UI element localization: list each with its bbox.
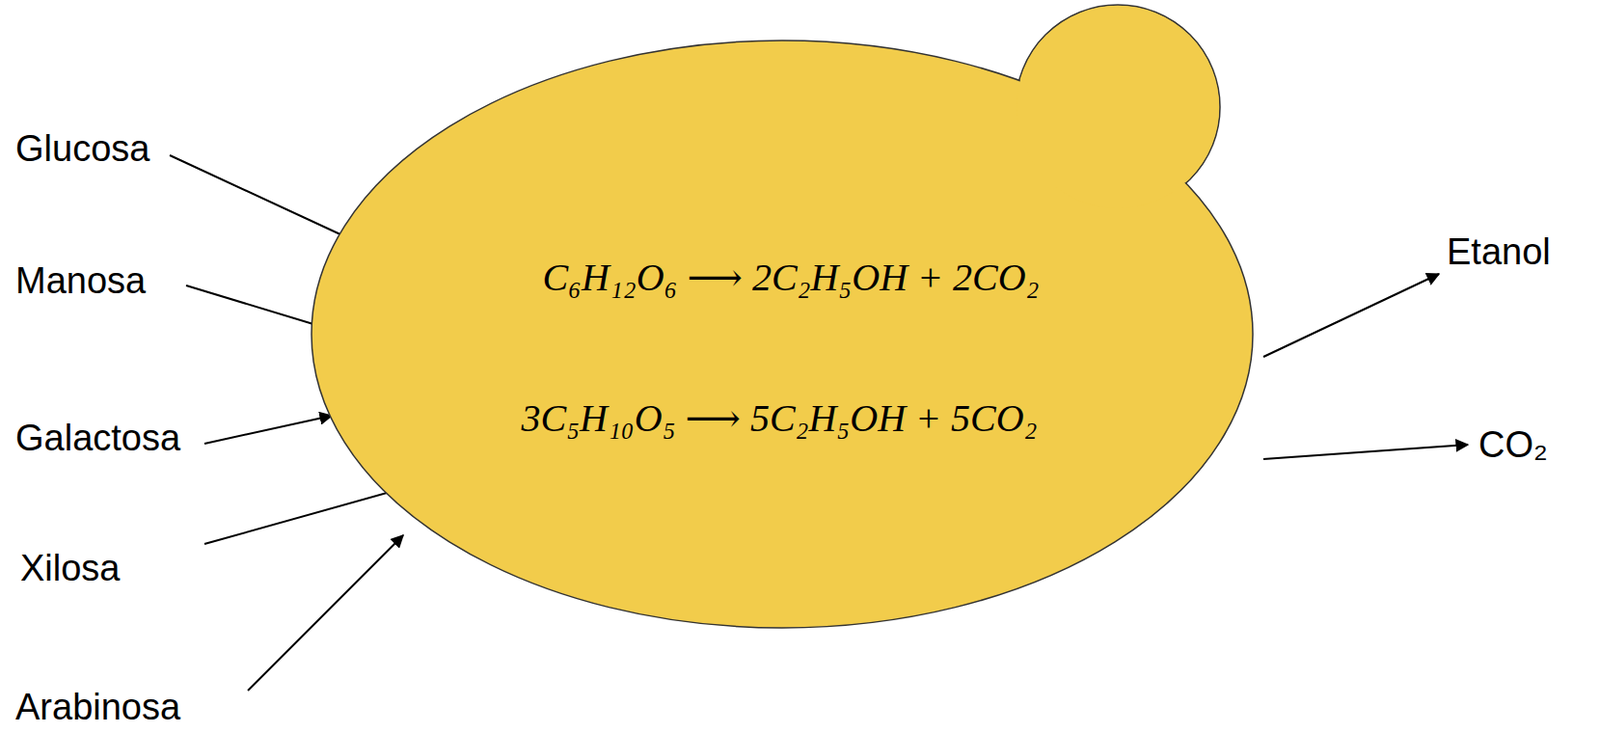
output-arrow bbox=[1263, 273, 1439, 357]
sugar-label: Arabinosa bbox=[15, 686, 181, 730]
reaction-equation: C₆H₁₂O₆ ⟶ 2C₂H₅OH + 2CO₂ bbox=[542, 256, 1039, 299]
cell-outline bbox=[311, 40, 1253, 628]
output-arrow bbox=[1263, 444, 1468, 460]
bud-fill bbox=[1016, 5, 1220, 209]
input-arrow bbox=[186, 285, 326, 328]
input-arrow bbox=[204, 488, 405, 544]
input-arrow bbox=[247, 535, 404, 691]
sugar-label: Xilosa bbox=[20, 547, 121, 591]
input-arrow bbox=[204, 415, 332, 444]
product-label: CO₂ bbox=[1478, 424, 1548, 467]
product-label: Etanol bbox=[1446, 231, 1551, 274]
sugar-label: Glucosa bbox=[15, 128, 150, 171]
input-arrow bbox=[169, 155, 355, 242]
bud bbox=[1015, 4, 1221, 210]
sugar-label: Manosa bbox=[15, 260, 146, 303]
reaction-equation: 3C₅H₁₀O₅ ⟶ 5C₂H₅OH + 5CO₂ bbox=[520, 397, 1037, 440]
sugar-label: Galactosa bbox=[15, 417, 181, 461]
yeast-cell: C₆H₁₂O₆ ⟶ 2C₂H₅OH + 2CO₂ 3C₅H₁₀O₅ ⟶ 5C₂H₅… bbox=[311, 40, 1253, 628]
